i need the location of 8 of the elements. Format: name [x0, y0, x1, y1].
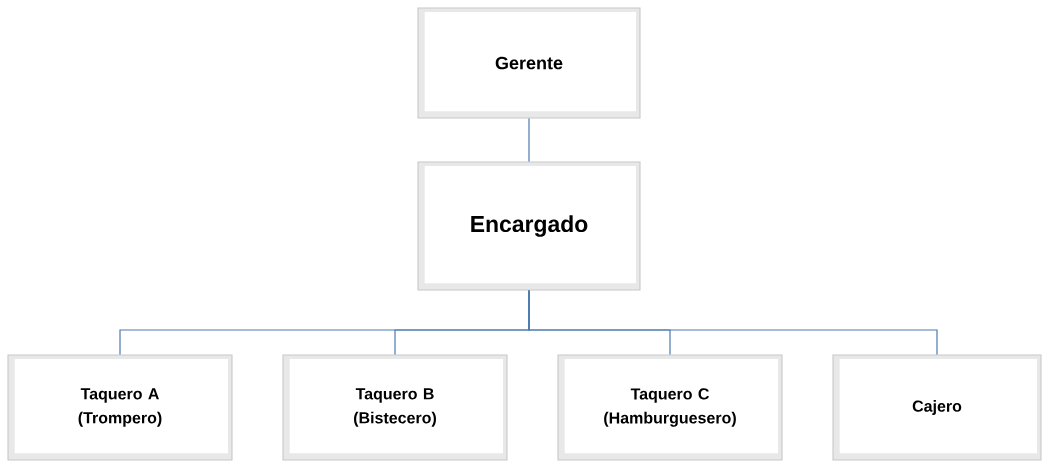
connector-line — [528, 289, 938, 356]
org-box: Taquero A (Trompero) — [7, 354, 233, 461]
connector-line — [528, 117, 530, 163]
org-box: Cajero — [832, 354, 1042, 461]
org-box: Taquero C (Hamburguesero) — [557, 354, 783, 461]
org-box: Taquero B (Bistecero) — [282, 354, 508, 461]
org-box: Gerente — [417, 7, 641, 119]
org-box: Encargado — [417, 161, 641, 291]
